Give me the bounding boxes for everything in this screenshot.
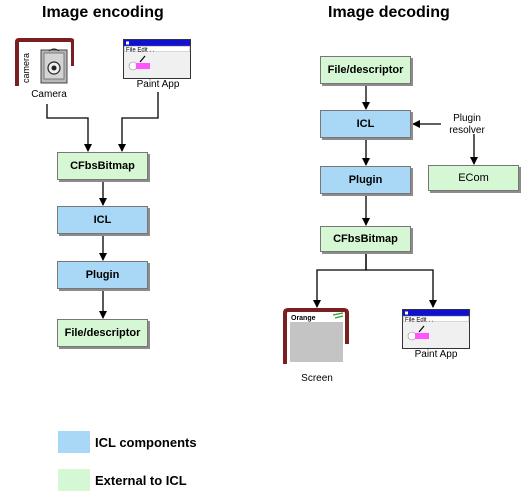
enc-cfbsbitmap-box: CFbsBitmap — [57, 152, 148, 180]
dec-plugin-box: Plugin — [320, 166, 411, 194]
decoding-title: Image decoding — [328, 4, 450, 21]
ecom-box: ECom — [428, 165, 519, 191]
legend-external-swatch — [58, 469, 90, 491]
legend-icl-label: ICL components — [95, 435, 197, 450]
paint-app-label: Paint App — [136, 79, 180, 90]
paint-app-icon: File Edit . . — [123, 39, 191, 79]
screen-icon: Orange — [281, 308, 349, 366]
paint-app-icon: File Edit . . — [402, 309, 470, 349]
dec-icl-box: ICL — [320, 110, 411, 138]
enc-plugin-box: Plugin — [57, 261, 148, 289]
enc-file-descriptor-box: File/descriptor — [57, 319, 148, 347]
camera-icon: camera — [14, 38, 75, 88]
dec-file-descriptor-box: File/descriptor — [320, 56, 411, 84]
paint-to-bitmap-arrow — [118, 92, 159, 152]
bitmap-to-paint-arrow — [365, 252, 437, 308]
screen-card-text: Orange — [291, 315, 316, 322]
paint-menu-text: File Edit . . — [126, 48, 155, 54]
camera-to-bitmap-arrow — [46, 104, 92, 152]
screen-label: Screen — [301, 373, 333, 384]
legend-icl-swatch — [58, 431, 90, 453]
camera-label: Camera — [31, 89, 67, 100]
encoding-title: Image encoding — [42, 4, 164, 21]
paint-app-label: Paint App — [414, 349, 458, 360]
camera-card-text: camera — [21, 53, 31, 83]
legend-external-label: External to ICL — [95, 473, 187, 488]
enc-icl-box: ICL — [57, 206, 148, 234]
plugin-resolver-label: Plugin resolver — [449, 113, 485, 136]
bitmap-to-screen-arrow — [313, 252, 367, 308]
dec-cfbsbitmap-box: CFbsBitmap — [320, 226, 411, 252]
paint-menu-text: File Edit . . — [405, 318, 434, 324]
